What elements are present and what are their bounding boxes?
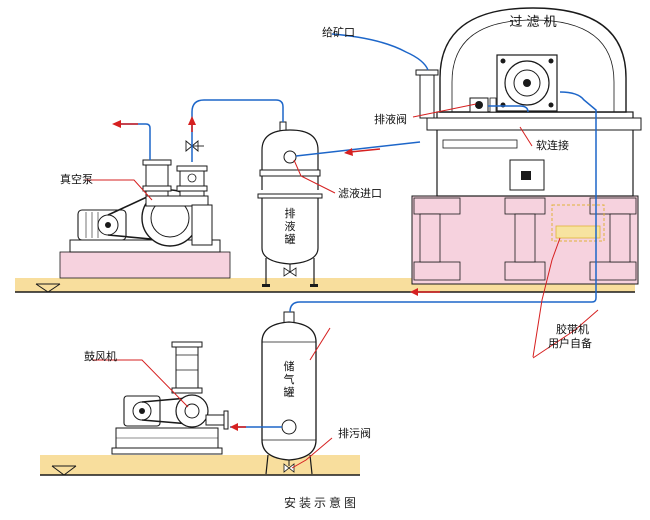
blower-label: 鼓风机	[84, 350, 117, 363]
user-supplied-label: 用户自备	[548, 337, 592, 350]
vacuum-pump-label: 真空泵	[60, 173, 93, 186]
diagram-caption: 安装示意图	[284, 496, 360, 510]
filter-machine-label: 过 滤 机	[509, 15, 556, 30]
soft-joint-label: 软连接	[536, 139, 569, 152]
storage-tank-label: 储气罐	[283, 360, 295, 399]
blower	[111, 341, 229, 455]
drain-tank	[257, 121, 323, 287]
vacuum-pump	[59, 140, 231, 279]
drain-valve-label: 排液阀	[374, 113, 407, 126]
air-storage-tank	[261, 311, 317, 475]
ground-lower	[40, 455, 360, 476]
belt-conveyor-label: 胶带机	[556, 323, 589, 336]
flow-arrows	[112, 116, 440, 431]
filtrate-inlet-label: 滤液进口	[338, 187, 382, 200]
feed-inlet-label: 给矿口	[322, 26, 355, 39]
leader-lines	[84, 103, 599, 469]
drain-tank-label: 排液罐	[284, 207, 296, 246]
filter-machine	[411, 7, 642, 285]
sewage-valve-label: 排污阀	[338, 427, 371, 440]
